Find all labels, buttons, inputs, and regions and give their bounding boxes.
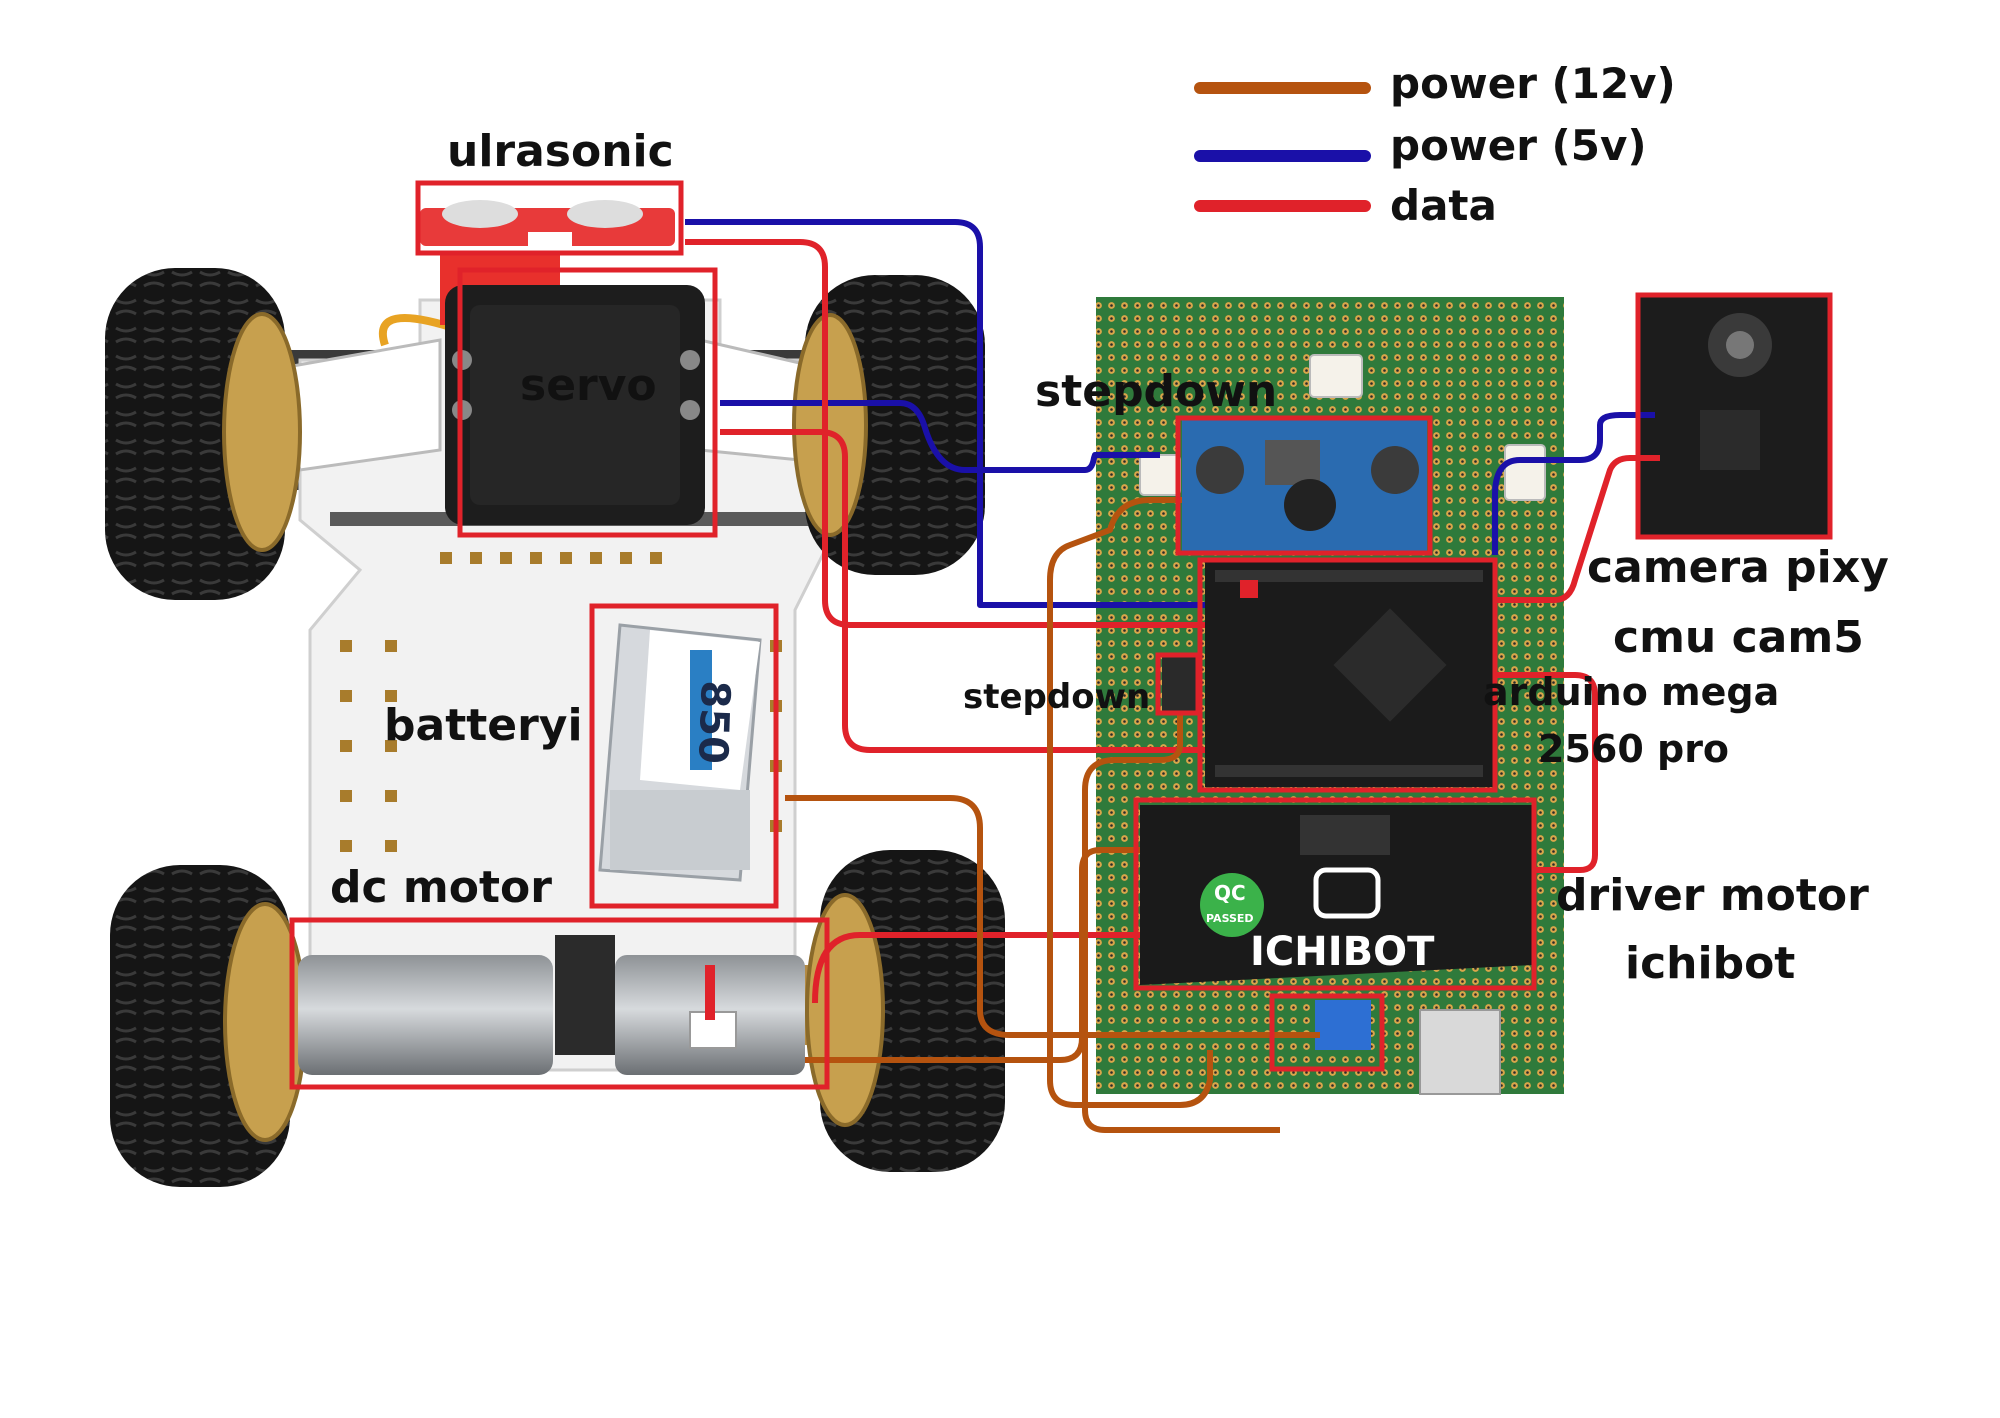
legend-label-5v: power (5v) <box>1390 121 1647 170</box>
label-stepdown-mid: stepdown <box>963 677 1150 717</box>
qc-badge-text: QC <box>1214 881 1246 905</box>
label-camera-line1: camera pixy <box>1587 542 1889 593</box>
legend-label-12v: power (12v) <box>1390 59 1676 108</box>
lipo-battery: 850 <box>600 625 760 880</box>
robot-chassis: 850 <box>105 200 1005 1187</box>
ultrasonic-sensor <box>420 200 675 248</box>
arduino-mega-board <box>1205 562 1493 787</box>
label-stepdown-top: stepdown <box>1035 366 1277 417</box>
label-battery: batteryi <box>384 700 583 751</box>
motor-driver-ichibot: QC PASSED ICHIBOT <box>1140 805 1532 985</box>
driver-brand: ICHIBOT <box>1250 929 1435 975</box>
wheel-rear-right <box>807 850 1005 1172</box>
label-arduino-line1: arduino mega <box>1483 670 1779 714</box>
legend-label-data: data <box>1390 181 1497 230</box>
pixy-camera <box>1640 297 1828 537</box>
label-dc-motor: dc motor <box>330 862 552 913</box>
label-driver-line2: ichibot <box>1625 938 1795 989</box>
battery-capacity: 850 <box>689 680 738 765</box>
label-camera-line2: cmu cam5 <box>1613 612 1864 663</box>
label-driver-line1: driver motor <box>1556 870 1869 921</box>
stepdown-module-top <box>1182 418 1427 553</box>
wheel-rear-left <box>110 865 305 1187</box>
label-ultrasonic: ulrasonic <box>447 126 674 177</box>
label-servo: servo <box>520 360 657 411</box>
label-arduino-line2: 2560 pro <box>1538 727 1729 771</box>
wheel-front-left <box>105 268 300 600</box>
qc-badge-subtext: PASSED <box>1206 912 1254 925</box>
legend: power (12v) power (5v) data <box>1200 59 1676 230</box>
stepdown-module-small <box>1162 655 1196 713</box>
